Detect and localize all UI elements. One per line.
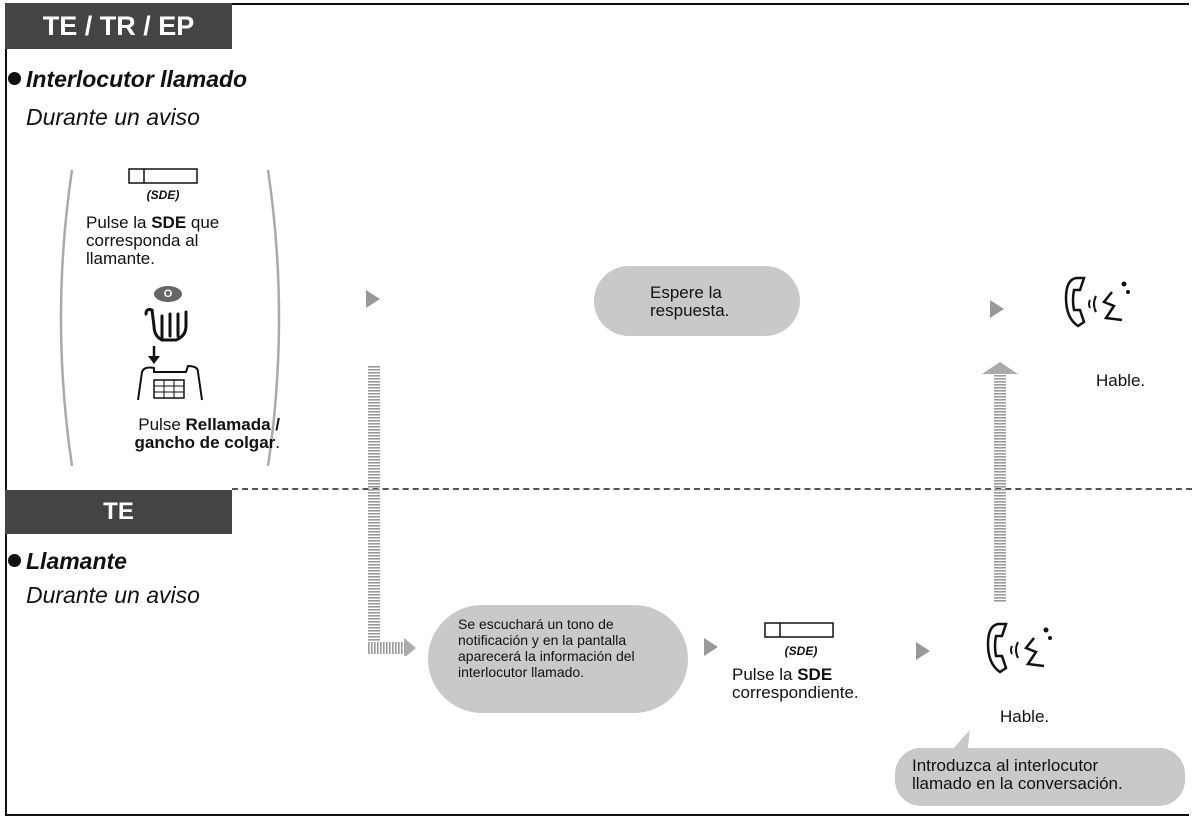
finger-press-icon: [144, 308, 188, 342]
notify-bubble: [428, 605, 688, 713]
sde-label: (SDE): [784, 644, 818, 658]
wait-text: Espere la respuesta.: [650, 283, 730, 320]
dial-key-icon: O: [154, 286, 182, 302]
striped-connector-down: [368, 366, 416, 656]
hookswitch-icon: [137, 346, 203, 401]
handset-talk-icon: [986, 622, 1052, 674]
sde-label: (SDE): [146, 188, 180, 202]
step-press-sde: Pulse la SDE que corresponda al llamante…: [86, 213, 220, 268]
caller-heading: Llamante: [8, 548, 127, 575]
striped-connector-up: [982, 362, 1018, 602]
sde-key-icon: [128, 168, 198, 184]
tab-te-tr-ep: TE / TR / EP: [5, 3, 232, 49]
step-press-flash: Pulse Rellamada / gancho de colgar.: [134, 415, 280, 452]
introduce-text: Introduzca al interlocutor llamado en la…: [912, 756, 1123, 793]
arrow-right-icon: [366, 290, 380, 308]
handset-talk-icon: [1064, 276, 1130, 328]
tab-te: TE: [5, 490, 232, 534]
arrow-right-icon: [704, 638, 718, 656]
section-divider: [232, 488, 1192, 490]
right-parenthesis: [266, 169, 281, 467]
left-parenthesis: [59, 169, 74, 467]
bullet-icon: [8, 72, 21, 85]
bullet-icon: [8, 554, 21, 567]
introduce-bubble: [895, 748, 1185, 806]
diagram-frame: [5, 3, 1189, 816]
arrow-right-icon: [916, 642, 930, 660]
sde-key-icon: [764, 622, 834, 638]
notify-text: Se escuchará un tono de notificación y e…: [458, 616, 635, 680]
talk-text-top: Hable.: [1096, 371, 1146, 390]
called-party-heading: Interlocutor llamado: [8, 66, 247, 93]
caller-condition: Durante un aviso: [26, 582, 200, 608]
called-condition: Durante un aviso: [26, 104, 200, 130]
caller-press-sde: Pulse la SDE correspondiente.: [732, 665, 859, 702]
wait-bubble: [594, 266, 800, 336]
arrow-right-icon: [990, 300, 1004, 318]
talk-text-bottom: Hable.: [1000, 707, 1050, 726]
